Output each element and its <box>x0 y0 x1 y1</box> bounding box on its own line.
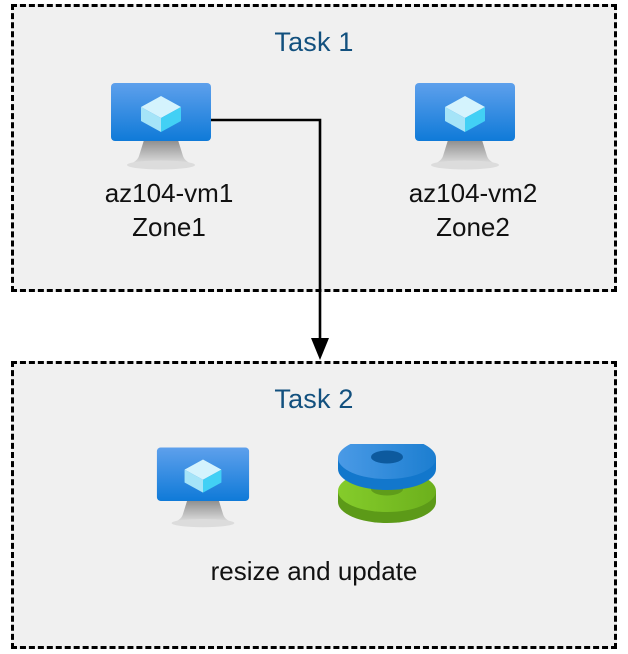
vm1-label-line1: az104-vm1 <box>104 178 234 208</box>
azure-virtual-machine-icon <box>414 82 516 174</box>
task-2-title: Task 2 <box>274 384 354 414</box>
vm2-label-line1: az104-vm2 <box>408 178 538 208</box>
task-2-caption: resize and update <box>210 556 418 586</box>
vm1-label-line2: Zone1 <box>132 212 206 242</box>
task-2-group-box <box>11 361 617 649</box>
azure-virtual-machine-icon <box>110 82 212 174</box>
azure-virtual-machine-icon <box>156 446 250 532</box>
vm2-label-line2: Zone2 <box>436 212 510 242</box>
azure-disks-icon <box>336 444 438 532</box>
task-1-title: Task 1 <box>274 27 354 57</box>
